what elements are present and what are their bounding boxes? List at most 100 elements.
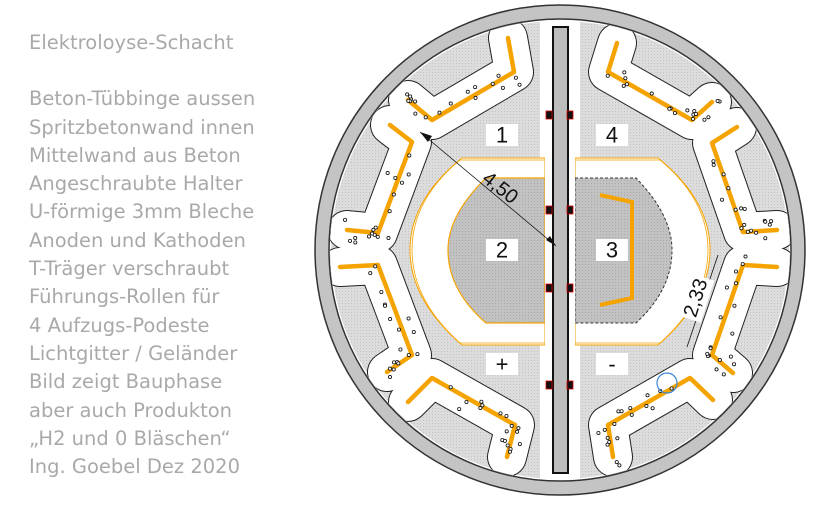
note-line: Beton-Tübbinge aussen [29, 87, 256, 111]
gas-bubble [379, 290, 384, 295]
gas-bubble [516, 426, 521, 431]
gas-bubble [413, 111, 418, 116]
gas-bubble [479, 399, 484, 404]
gas-bubble [448, 385, 453, 390]
label-platform-4: 4 [606, 123, 618, 148]
gas-bubble [721, 172, 726, 177]
gas-bubble [718, 315, 723, 320]
gas-bubble [423, 115, 428, 120]
electrode-plate [709, 262, 780, 376]
gas-bubble [387, 366, 392, 371]
gas-bubble [375, 234, 380, 239]
gas-bubble [629, 412, 634, 417]
gas-bubble [715, 99, 720, 104]
gas-bubble [743, 254, 748, 259]
gas-bubble [353, 236, 358, 241]
gas-bubble [505, 443, 510, 448]
note-line: Angeschraubte Halter [29, 172, 243, 196]
gas-bubble [705, 351, 710, 356]
gas-bubble [616, 409, 621, 414]
gas-bubble [368, 271, 373, 276]
gas-bubble [717, 358, 722, 363]
gas-bubble [504, 413, 509, 418]
gas-bubble [672, 111, 677, 116]
platform-labels: 1 4 2 3 + - [486, 123, 628, 377]
gas-bubble [517, 82, 522, 87]
center-wall [552, 26, 569, 474]
gas-bubble [714, 367, 719, 372]
gas-bubble [370, 231, 375, 236]
gas-bubble [498, 411, 503, 416]
gas-bubble [623, 76, 628, 81]
gas-bubble [763, 219, 768, 224]
gas-bubble [763, 236, 768, 241]
electrode-plate [344, 122, 415, 236]
label-platform-1: 1 [496, 123, 508, 148]
gas-bubble [692, 109, 697, 114]
gas-bubble [619, 409, 624, 414]
gas-bubble [721, 372, 726, 377]
electrode-plate [605, 40, 715, 123]
gas-bubble [448, 101, 453, 106]
electrode-plate [405, 35, 517, 123]
note-line: 4 Aufzugs-Podeste [29, 313, 210, 337]
gas-bubble [387, 375, 392, 380]
gas-bubble [515, 429, 520, 434]
gas-bubble [739, 226, 744, 231]
gas-bubble [742, 206, 747, 211]
gas-bubble [749, 228, 754, 233]
note-line: Anoden und Kathoden [29, 228, 246, 252]
wall-holders [545, 110, 574, 390]
gas-bubble [406, 98, 411, 103]
label-cathode: - [608, 352, 615, 377]
gas-bubble [733, 207, 738, 212]
gas-bubble [720, 197, 725, 202]
gas-bubble [739, 206, 744, 211]
gas-bubble [706, 115, 711, 120]
note-line: Lichtgitter / Geländer [29, 341, 238, 365]
gas-bubble [490, 81, 495, 86]
gas-bubble [387, 209, 392, 214]
gas-bubble [408, 94, 413, 99]
gas-bubble [415, 352, 420, 357]
note-line: aber auch Produkton [29, 398, 233, 422]
gas-bubble [348, 238, 353, 243]
gas-bubble [480, 403, 485, 408]
gas-bubble [478, 406, 483, 411]
gas-bubble [396, 327, 401, 332]
gas-bubble [724, 285, 729, 290]
gas-bubble [730, 331, 735, 336]
note-line: T-Träger verschraubt [29, 257, 230, 281]
gas-bubble [693, 111, 698, 116]
gas-bubble [399, 180, 404, 185]
gas-bubble [517, 442, 522, 447]
gas-bubble [621, 83, 626, 88]
gas-bubble [502, 438, 507, 443]
wall-holder [545, 110, 553, 120]
gas-bubble [742, 222, 747, 227]
gas-bubble [398, 347, 403, 352]
gas-bubble [513, 75, 518, 80]
gas-bubble [353, 240, 358, 245]
wall-holder [545, 205, 553, 215]
gas-bubble [373, 264, 378, 269]
gas-bubble [457, 407, 462, 412]
gas-bubble [406, 172, 411, 177]
gas-bubble [769, 219, 774, 224]
gas-bubble [728, 354, 733, 359]
gas-bubble [645, 393, 650, 398]
gas-bubble [371, 227, 376, 232]
gas-bubble [612, 421, 617, 426]
gas-bubble [366, 234, 371, 239]
gas-bubble [650, 406, 655, 411]
gas-bubble [383, 303, 388, 308]
note-line: Führungs-Rollen für [29, 285, 220, 309]
gas-bubble [437, 110, 442, 115]
gas-bubble [343, 217, 348, 222]
label-anode: + [496, 352, 509, 377]
gas-bubble [507, 449, 512, 454]
note-line: Bild zeigt Bauphase [29, 370, 223, 394]
gas-bubble [622, 70, 627, 75]
wall-holder [566, 110, 574, 120]
